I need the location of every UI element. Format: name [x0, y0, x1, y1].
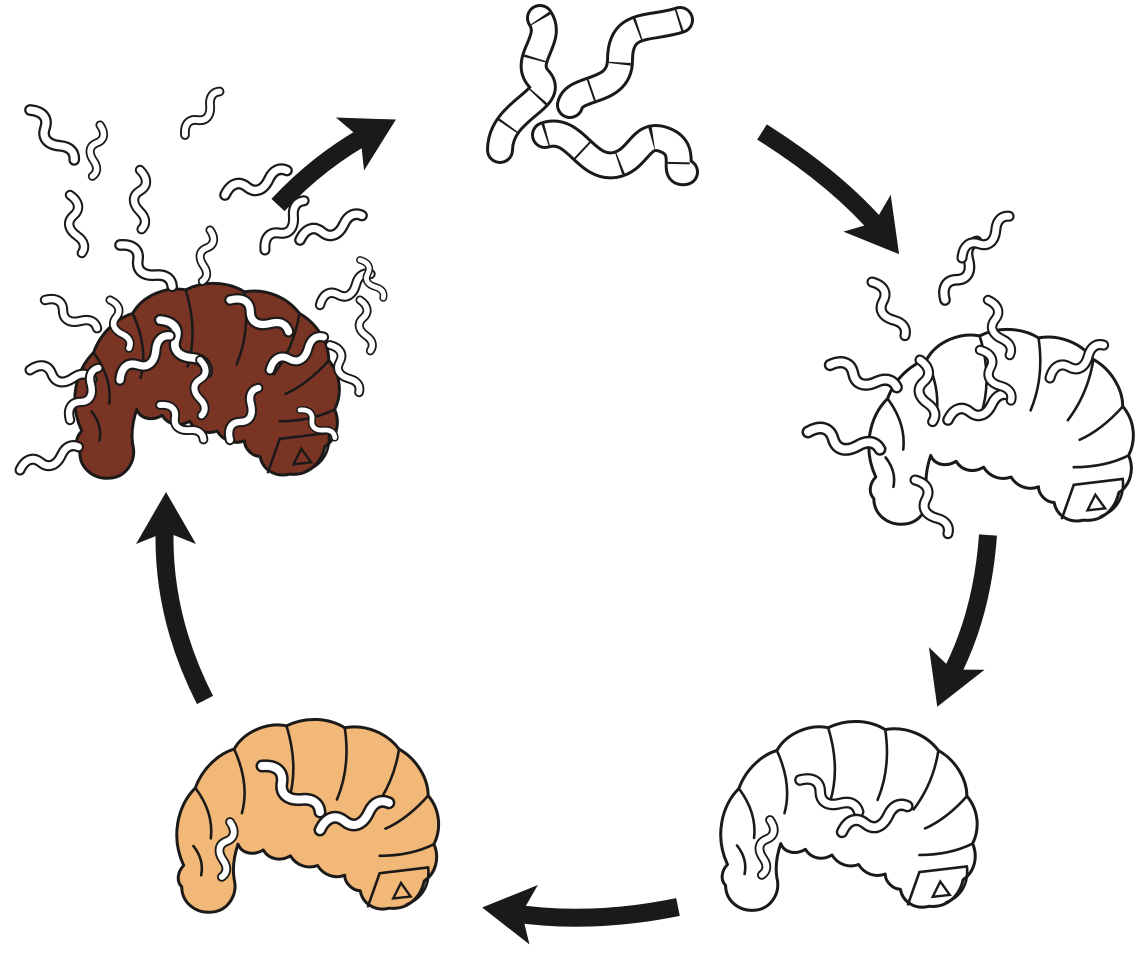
nematode-icon: [134, 170, 146, 229]
nematode-icon: [298, 211, 365, 246]
nematode-icon: [64, 194, 86, 254]
stage-infected-grub: [177, 719, 439, 912]
nematode-icon: [866, 279, 908, 340]
nematode-icon: [42, 295, 99, 335]
nematode-icon: [570, 20, 680, 105]
arrow-head-icon: [909, 647, 984, 718]
stage-nematodes-inside-grub: [721, 721, 977, 910]
cycle-arrow-1: [278, 93, 410, 205]
cycle-stages: [18, 18, 1134, 912]
cycle-arrow-4: [478, 878, 678, 945]
nematode-icon: [355, 299, 374, 352]
curved-arrow-icon: [512, 907, 678, 918]
arrow-head-icon: [336, 93, 410, 170]
nematode-icon: [25, 106, 78, 166]
nematode-icon: [18, 442, 81, 475]
nematode-icon: [181, 89, 225, 139]
grub-infected-icon: [177, 719, 439, 912]
stage-free-nematodes: [500, 18, 685, 172]
nematode-icon: [116, 240, 176, 293]
cycle-arrow-3: [909, 535, 988, 718]
nematode-icon: [545, 134, 685, 173]
curved-arrow-icon: [762, 132, 882, 232]
curved-arrow-icon: [948, 535, 988, 680]
nematode-icon: [828, 358, 899, 395]
stage-nematodes-entering-grub: [806, 213, 1133, 538]
cycle-arrow-5: [136, 492, 205, 700]
grub-outline-icon: [869, 329, 1134, 524]
nematode-icon: [86, 124, 105, 177]
nematode-icon: [958, 213, 1014, 263]
cycle-arrow-2: [762, 132, 923, 273]
nematode-icon: [196, 229, 215, 282]
curved-arrow-icon: [165, 520, 206, 700]
